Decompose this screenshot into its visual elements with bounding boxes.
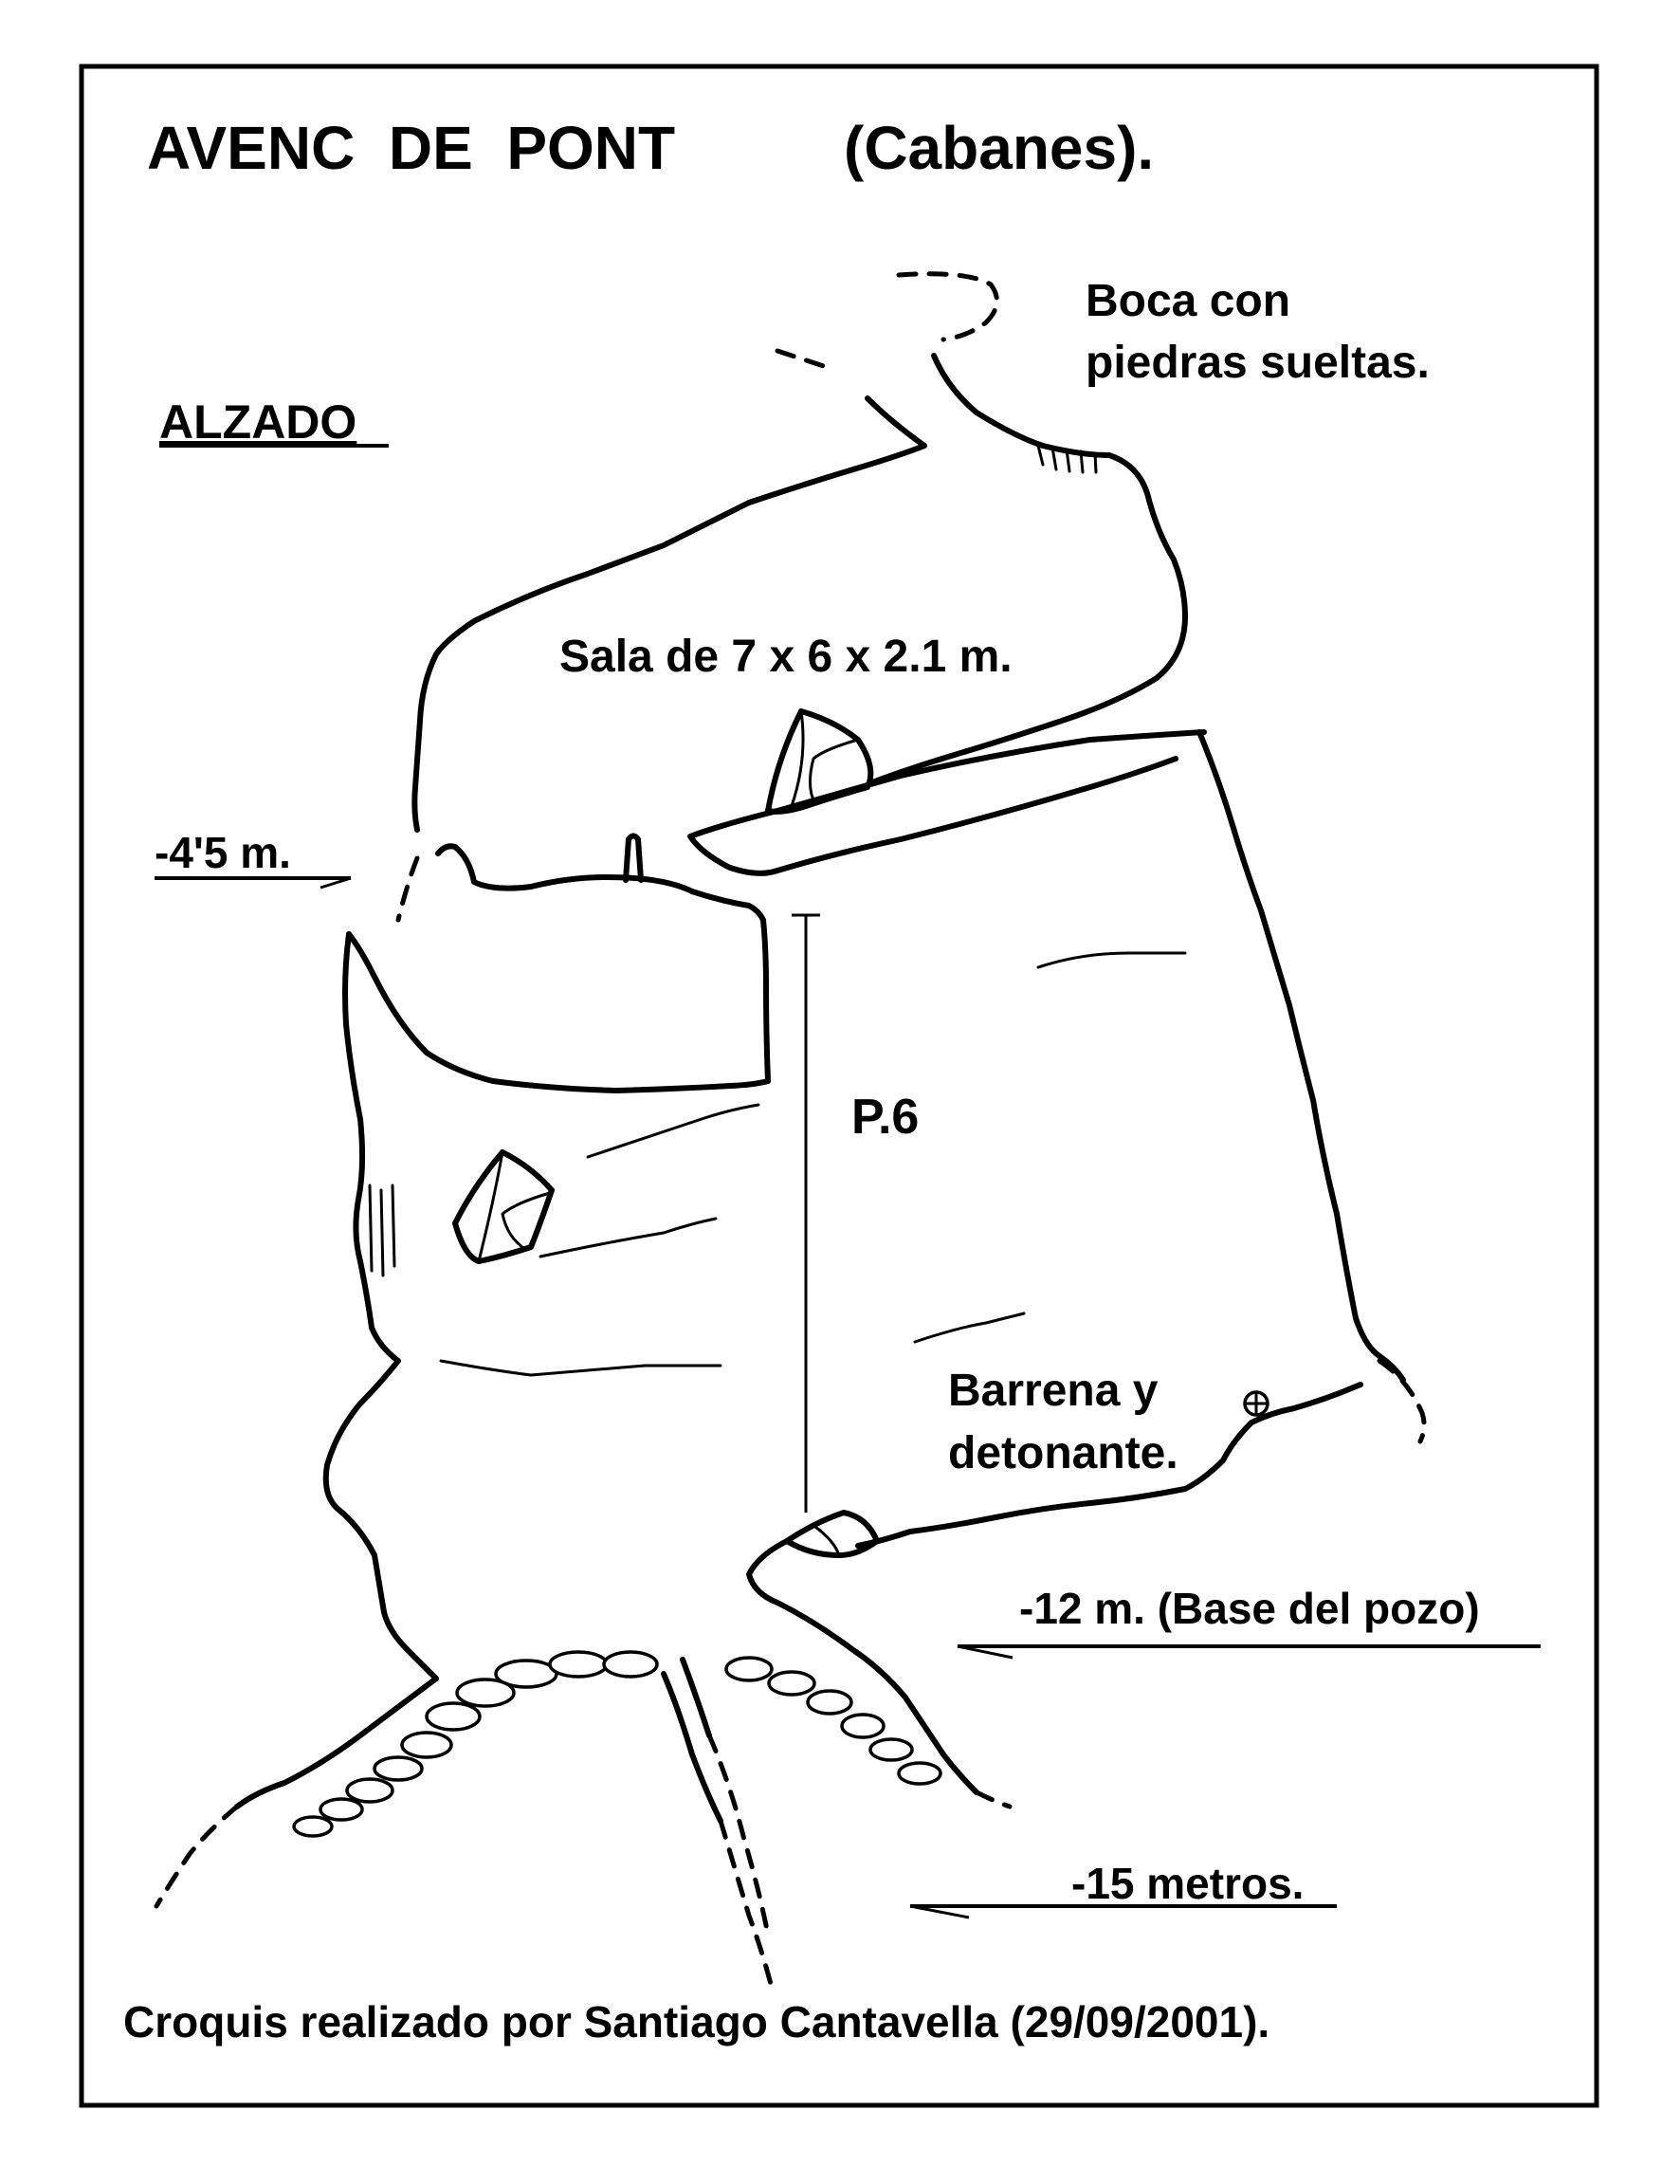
pebble-band-right <box>724 1656 942 1786</box>
bolt-label-line-2: detonante. <box>948 1428 1178 1478</box>
lower-passage-divider-right <box>680 1657 712 1738</box>
entrance-label-line-1: Boca con <box>1086 276 1290 326</box>
view-label: ALZADO <box>159 395 356 449</box>
lower-passage-left-dashed <box>154 1804 240 1909</box>
chamber-floor <box>435 843 771 1084</box>
entrance-label-line-2: piedras sueltas. <box>1086 338 1430 388</box>
page-frame <box>79 64 1599 2108</box>
entrance-dashed-left <box>775 348 832 371</box>
bolt-label-line-1: Barrena y <box>948 1366 1159 1416</box>
depth-label-1: -4'5 m. <box>155 828 291 877</box>
shaft-label: P.6 <box>851 1090 919 1145</box>
lower-passage-left <box>234 1676 439 1809</box>
shaft-plumb-line <box>792 913 820 1513</box>
depth-marker-2: -12 m. (Base del pozo) <box>957 1584 1541 1660</box>
depth-marker-3: -15 metros. <box>909 1859 1337 1919</box>
chamber-label: Sala de 7 x 6 x 2.1 m. <box>559 632 1013 682</box>
lower-passage-divider-right-dashed <box>706 1733 771 1937</box>
left-shelf <box>346 931 771 1093</box>
left-wall-lower <box>322 931 439 1681</box>
entrance-dashed-top <box>896 271 999 342</box>
lower-right-dashed <box>974 1789 1013 1809</box>
entrance-left-wall <box>411 395 927 833</box>
title: AVENC DE PONT <box>147 114 675 182</box>
stalagmite <box>623 833 644 883</box>
left-wall-hatching <box>368 1184 396 1277</box>
left-gap-dashed <box>395 855 420 923</box>
lower-passage-divider-dashed <box>718 1818 776 1994</box>
shaft-lower-lip <box>746 1538 979 1795</box>
shaft-right-wall <box>1196 729 1406 1383</box>
entrance-right-wall <box>869 353 1188 785</box>
strata-lines <box>439 951 1187 1377</box>
lower-passage-divider <box>661 1671 723 1824</box>
depth-label-2: -12 m. (Base del pozo) <box>1019 1584 1480 1633</box>
depth-label-3: -15 metros. <box>1071 1859 1304 1908</box>
pebble-band-left <box>292 1650 659 1838</box>
title-location: (Cabanes). <box>844 114 1154 182</box>
shelf-boulder <box>452 1149 555 1264</box>
crossed-circle-icon <box>1243 1390 1269 1417</box>
shaft-floor <box>855 1382 1363 1549</box>
depth-marker-1: -4'5 m. <box>155 828 352 890</box>
roof-hatching <box>1036 444 1098 474</box>
rock-bridge <box>687 729 1207 876</box>
credit-line: Croquis realizado por Santiago Cantavell… <box>123 1997 1269 2046</box>
right-gap-dashed <box>1377 1358 1427 1444</box>
cave-outline <box>154 271 1427 1994</box>
shaft-base-boulder <box>784 1510 880 1558</box>
chamber-boulder <box>765 708 874 815</box>
